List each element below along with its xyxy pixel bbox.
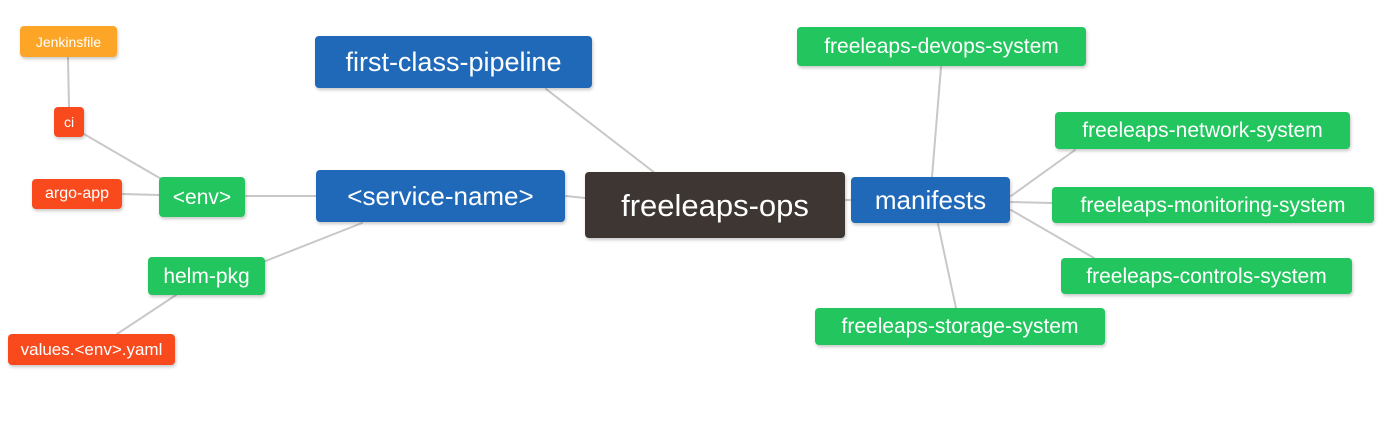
edge-argo-app-to-env [122,193,160,196]
node-env[interactable]: <env> [159,177,245,217]
node-argo-app[interactable]: argo-app [32,179,122,209]
node-controls-system[interactable]: freeleaps-controls-system [1061,258,1352,294]
edge-helm-pkg-to-service-name [262,222,363,263]
node-monitoring-system[interactable]: freeleaps-monitoring-system [1052,187,1374,223]
node-devops-system[interactable]: freeleaps-devops-system [797,27,1086,66]
node-service-name[interactable]: <service-name> [316,170,565,222]
node-storage-system[interactable]: freeleaps-storage-system [815,308,1105,345]
edge-ci-to-env [83,133,164,181]
edge-manifests-to-monitoring-system [1010,201,1053,204]
edge-jenkinsfile-to-ci [67,57,70,108]
node-jenkinsfile[interactable]: Jenkinsfile [20,26,117,57]
node-helm-pkg[interactable]: helm-pkg [148,257,265,295]
node-manifests[interactable]: manifests [851,177,1010,223]
edge-values-yaml-to-helm-pkg [116,294,177,335]
node-ci[interactable]: ci [54,107,84,137]
node-root[interactable]: freeleaps-ops [585,172,845,238]
edge-first-class-pipeline-to-root [545,88,656,174]
node-network-system[interactable]: freeleaps-network-system [1055,112,1350,149]
edge-manifests-to-devops-system [931,66,942,178]
edge-service-name-to-root [565,195,586,199]
edge-manifests-to-storage-system [937,223,957,309]
node-values-yaml[interactable]: values.<env>.yaml [8,334,175,365]
node-first-class-pipeline[interactable]: first-class-pipeline [315,36,592,88]
